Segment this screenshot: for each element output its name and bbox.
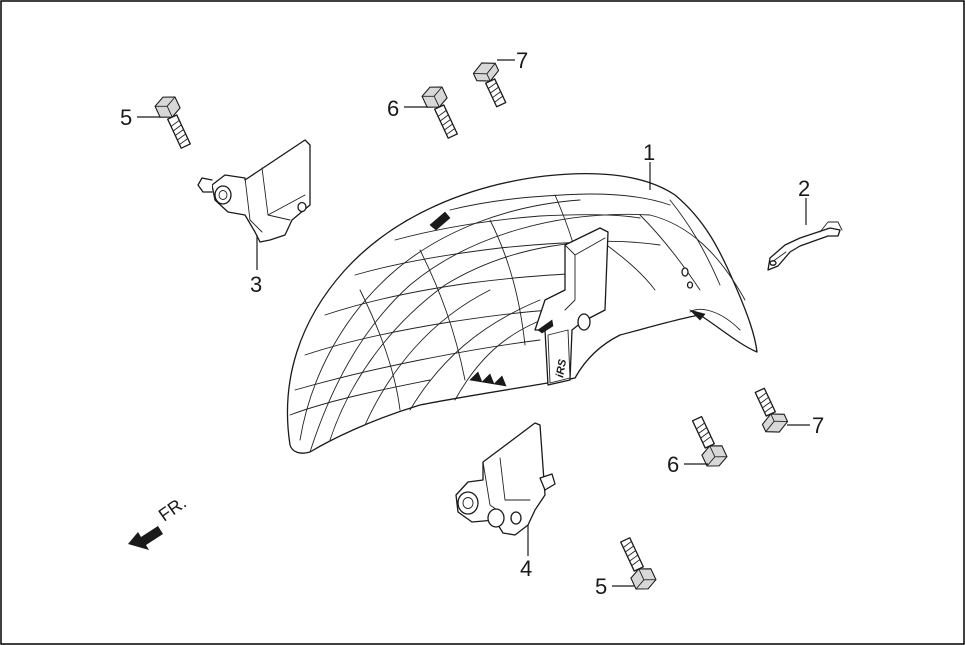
bolt-6-top-center <box>421 86 458 139</box>
callout-5-bottom: 5 <box>595 574 607 599</box>
callout-6-top-center: 6 <box>387 96 399 121</box>
bracket-upper-left <box>197 139 311 243</box>
callout-6-right-center: 6 <box>667 452 679 477</box>
bolt-7-right <box>754 387 789 433</box>
fender-logo-text: iRS <box>554 358 569 379</box>
bolt-5-bottom <box>620 537 657 590</box>
leader-lines <box>137 59 810 587</box>
callout-labels: 1 2 3 4 5 5 6 6 7 7 <box>120 48 824 599</box>
callout-3: 3 <box>250 272 262 297</box>
bracket-lower <box>455 422 556 536</box>
small-bracket-right <box>767 221 843 271</box>
callout-2: 2 <box>798 176 810 201</box>
callout-7-right: 7 <box>812 413 824 438</box>
callout-4: 4 <box>520 556 532 581</box>
callout-7-top: 7 <box>516 48 528 73</box>
front-fender: iRS <box>286 172 758 454</box>
callout-1: 1 <box>643 140 655 165</box>
bolt-6-right-center <box>691 415 728 467</box>
front-direction-indicator: FR. <box>128 492 190 550</box>
bolt-5-top-left <box>154 96 191 149</box>
front-direction-label: FR. <box>155 492 190 525</box>
front-arrow-icon <box>128 526 163 550</box>
callout-5-top-left: 5 <box>120 105 132 130</box>
bolt-7-top <box>472 62 507 108</box>
